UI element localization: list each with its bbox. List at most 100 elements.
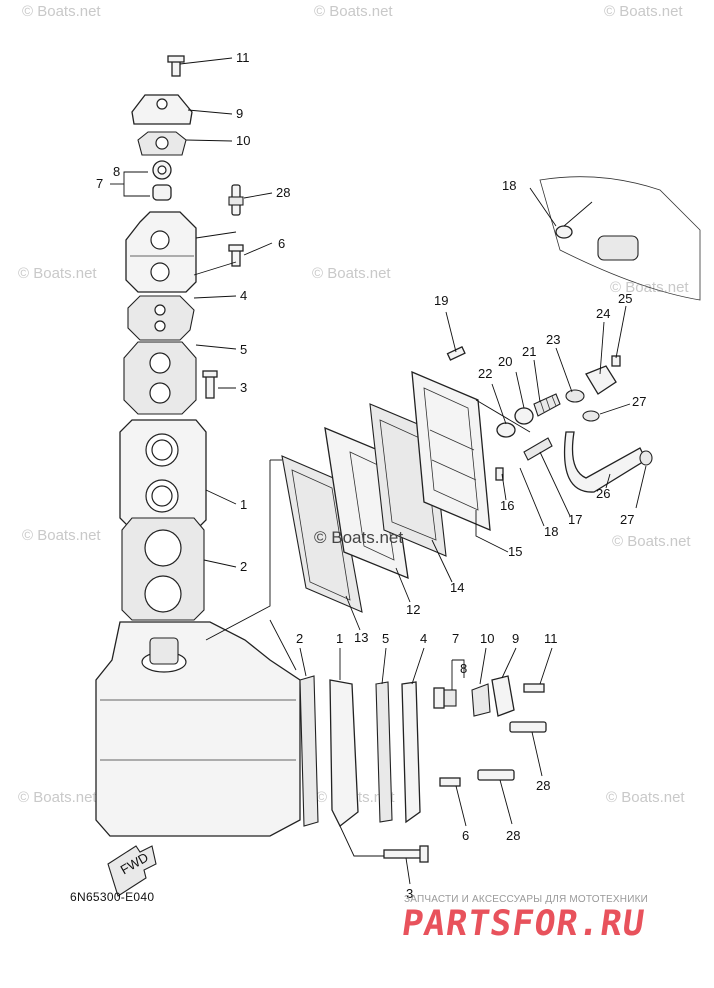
callout-18-mid: 18 [544,524,558,539]
watermark-l2: © Boats.net [22,527,101,544]
valve-cap-22[interactable] [496,422,516,438]
spark-plug-28-row2[interactable] [477,769,515,781]
bolt-16[interactable] [495,467,504,481]
thermostat-cover-9-top[interactable] [131,94,193,125]
callout-8-row: 8 [460,661,467,676]
callout-4-row: 4 [420,631,427,646]
callout-11-row: 11 [544,631,558,646]
callout-25: 25 [618,291,632,306]
diagram-code: 6N65300-E040 [70,890,155,904]
engine-top-cowling [539,176,701,301]
callout-21: 21 [522,344,536,359]
callout-28-top: 28 [276,185,290,200]
callout-3-bottom: 3 [406,886,413,901]
spring-21[interactable] [533,393,561,417]
callout-8-top: 8 [113,164,120,179]
bolt-3-top[interactable] [202,370,218,399]
gasket-13[interactable] [281,455,363,613]
callout-15: 15 [508,544,522,559]
callout-10-row: 10 [480,631,494,646]
callout-7-row: 7 [452,631,459,646]
callout-14: 14 [450,580,464,595]
callout-9-row: 9 [512,631,519,646]
center-leaders [205,187,647,641]
thermostat-8-top[interactable] [152,160,172,180]
callout-6-top: 6 [278,236,285,251]
cover-24[interactable] [585,365,617,395]
exhaust-cover-15[interactable] [411,370,491,532]
left-leaders [110,57,273,568]
watermark-mc: © Boats.net [312,265,391,282]
hose-26[interactable] [563,431,647,493]
gasket-5-row[interactable] [375,681,393,823]
callout-17: 17 [568,512,582,527]
callout-16: 16 [500,498,514,513]
callout-5-left: 5 [240,342,247,357]
callout-7-top: 7 [96,176,103,191]
gasket-10-row[interactable] [471,683,491,717]
watermark-tl: © Boats.net [22,3,101,20]
callout-1-left: 1 [240,497,247,512]
callout-6-row: 6 [462,828,469,843]
valve-20[interactable] [514,407,534,425]
grommet-18-top[interactable] [555,225,573,239]
gasket-23[interactable] [565,389,585,403]
bottom-leaders [269,619,553,885]
bolt-11-row[interactable] [523,683,545,693]
partsfor-tagline: ЗАПЧАСТИ И АКСЕССУАРЫ ДЛЯ МОТОТЕХНИКИ [404,894,649,905]
bolt-6-row[interactable] [439,777,461,787]
gasket-10-top[interactable] [137,131,187,156]
callout-22: 22 [478,366,492,381]
thermostat-body-7-top[interactable] [152,184,172,201]
gasket-4-row[interactable] [401,681,421,824]
callout-layer: 11 9 10 8 7 28 6 4 5 3 1 2 18 19 25 24 2… [96,50,646,901]
cylinder-block-1-row[interactable] [329,679,359,827]
pipe-17[interactable] [523,437,553,461]
cylinder-head-top[interactable] [125,211,197,293]
callout-11-top: 11 [236,50,250,65]
bolt-3-row[interactable] [383,845,429,863]
callout-3-top: 3 [240,380,247,395]
clip-27-top[interactable] [582,410,600,422]
callout-19: 19 [434,293,448,308]
spark-plug-28-row[interactable] [509,721,547,733]
callout-28-row: 28 [536,778,550,793]
callout-27-top: 27 [632,394,646,409]
callout-1-row: 1 [336,631,343,646]
callout-9-top: 9 [236,106,243,121]
callout-27-bottom: 27 [620,512,634,527]
callout-23: 23 [546,332,560,347]
crankcase-block [95,621,301,837]
gasket-5-top[interactable] [123,341,197,415]
gasket-2-row[interactable] [299,675,319,827]
callout-18-top: 18 [502,178,516,193]
clip-27-bottom[interactable] [639,450,653,466]
callout-5-row: 5 [382,631,389,646]
bolt-19[interactable] [446,346,466,361]
thermostat-8-row[interactable] [443,689,457,707]
cover-9-row[interactable] [491,675,515,717]
callout-26: 26 [596,486,610,501]
cylinder-block-1-top[interactable] [119,419,207,531]
watermark-ml: © Boats.net [18,265,97,282]
bolt-6-top[interactable] [228,244,244,267]
gasket-4-top[interactable] [127,295,195,341]
watermark-bl: © Boats.net [18,789,97,806]
watermark-layer: © Boats.net © Boats.net © Boats.net © Bo… [18,3,691,806]
thermostat-7-row[interactable] [433,687,445,709]
partsfor-logo[interactable]: PARTSFOR.RU [399,904,648,944]
callout-24: 24 [596,306,610,321]
callout-12: 12 [406,602,420,617]
callout-2-row: 2 [296,631,303,646]
callout-4-left: 4 [240,288,247,303]
watermark-tr: © Boats.net [604,3,683,20]
cylinder-gasket-2-top[interactable] [121,517,205,621]
callout-10-top: 10 [236,133,250,148]
fwd-arrow: FWD [107,845,157,897]
bolt-11-top[interactable] [167,55,185,77]
spark-plug-28-top[interactable] [228,184,244,216]
center-watermark: © Boats.net [314,528,404,547]
callout-2-left: 2 [240,559,247,574]
watermark-br: © Boats.net [606,789,685,806]
